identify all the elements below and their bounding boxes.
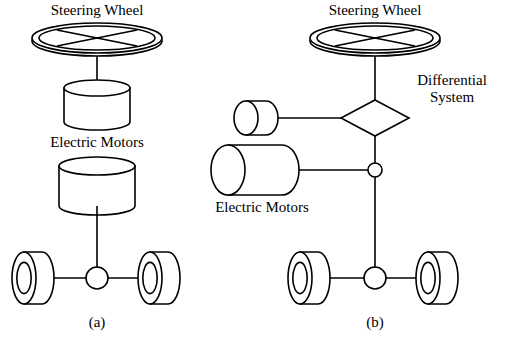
steering-spoke	[57, 30, 137, 46]
steering-wheel	[310, 23, 440, 53]
steering-wheel	[39, 26, 155, 50]
motor-cylinder	[211, 145, 245, 195]
shaft-joint	[368, 163, 382, 177]
motor-cylinder	[59, 157, 135, 175]
panel-label: (a)	[89, 314, 106, 331]
steering-spoke	[335, 30, 415, 46]
drive-shaft	[374, 136, 376, 270]
component-label: Electric Motors	[50, 134, 144, 151]
drive-shaft	[96, 206, 98, 270]
road-wheel	[421, 262, 435, 293]
road-wheel	[416, 252, 440, 304]
motor-cylinder	[64, 80, 130, 96]
road-wheel	[138, 252, 162, 304]
panel-label: (b)	[366, 314, 384, 331]
steering-wheel	[32, 23, 162, 53]
steering-wheel	[317, 26, 433, 50]
component-label: Steering Wheel	[51, 2, 144, 19]
road-wheel	[143, 262, 157, 293]
road-wheel	[12, 252, 36, 304]
road-wheel	[293, 262, 307, 293]
differential-diamond	[341, 100, 409, 136]
component-label: Differential System	[412, 72, 492, 106]
axle-joint	[86, 267, 108, 289]
steering-spoke	[335, 30, 415, 46]
road-wheel	[288, 252, 312, 304]
axle-joint	[364, 267, 386, 289]
motor-cylinder	[234, 101, 258, 135]
component-label: Electric Motors	[215, 199, 309, 216]
road-wheel	[17, 262, 31, 293]
steering-spoke	[57, 30, 137, 46]
component-label: Steering Wheel	[329, 2, 422, 19]
